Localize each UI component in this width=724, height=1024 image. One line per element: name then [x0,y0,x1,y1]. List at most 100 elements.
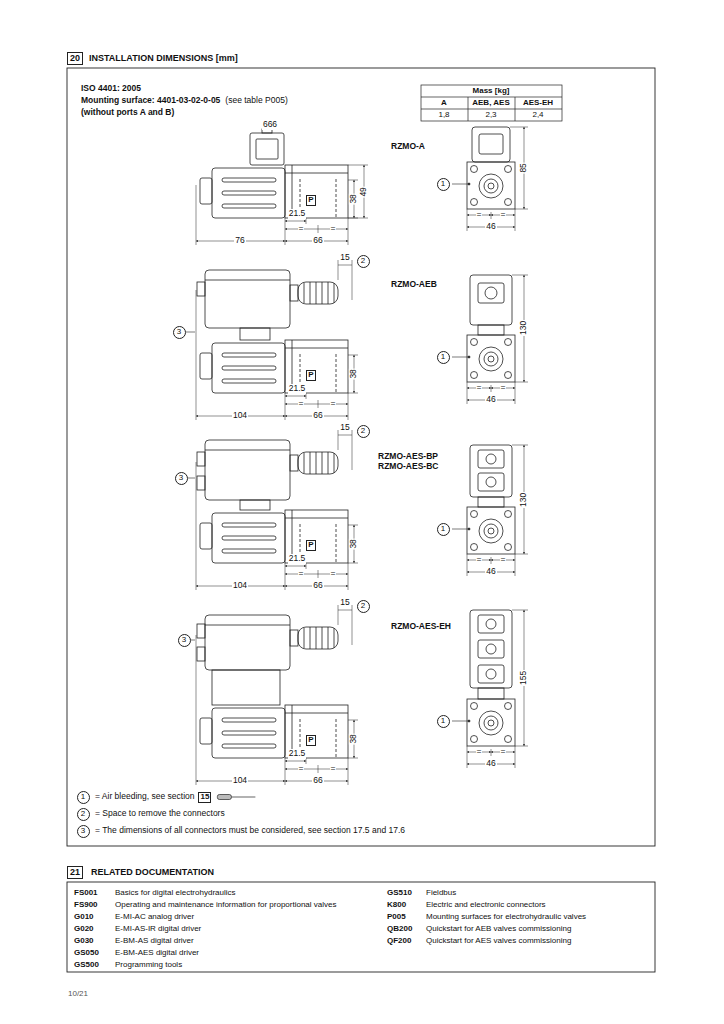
dimension-text: 15 [339,598,350,608]
dimension-text: = [500,210,507,220]
node-text: 1 [441,717,445,725]
dimension-text: = [298,399,305,409]
section-title: RELATED DOCUMENTATION [90,867,215,877]
screwdriver-icon [217,795,255,800]
node-text: 1 [81,793,85,801]
doc-title: Operating and maintenance information fo… [114,900,337,909]
dimension-text: 104 [232,411,248,421]
doc-code: QB200 [386,924,413,933]
dimension-text: = [330,399,337,409]
doc-title: E-MI-AS-IR digital driver [114,924,202,933]
dimension-text: = [330,224,337,234]
node-text: P [308,736,313,744]
port-mark: P [306,370,316,381]
dimension-text: 38 [349,193,359,204]
standard-note: (see table P005) [224,96,288,106]
dimension-text: 21.5 [288,384,307,394]
dimension-text: 85 [519,162,529,173]
node-text: P [308,541,313,549]
callout-number: 2 [357,255,370,268]
callout-number: 1 [437,351,450,364]
dimension-text: = [330,764,337,774]
node-text: 1 [441,525,445,533]
dimension-text: 46 [485,395,496,405]
page-number: 10/21 [67,989,89,998]
doc-code: G010 [73,912,95,921]
rzmo-aes-bp-drawing [188,430,528,590]
node-text: 2 [81,810,85,818]
dimension-text: = [500,555,507,565]
dimension-text: = [500,747,507,757]
note-text: = Space to remove the connectors [94,809,226,819]
doc-title: Basics for digital electrohydraulics [114,888,237,897]
doc-code: GS050 [73,948,100,957]
doc-code: GS510 [386,888,413,897]
callout-number: 3 [173,326,186,339]
dimension-text: 104 [232,581,248,591]
model-name: RZMO-AES-BC [377,462,439,472]
node-text: 3 [179,474,183,482]
dimension-text: 104 [232,776,248,786]
callout-number: 2 [77,808,90,821]
node-text: 2 [361,602,365,610]
connector-code: 666 [262,120,278,130]
standard-note: Mounting surface: 4401-03-02-0-05 [80,96,221,106]
dimension-text: = [476,210,483,220]
dimension-text: 130 [519,492,529,508]
model-name: RZMO-AES-BP [377,452,439,462]
dimension-text: = [476,747,483,757]
section-number: 20 [67,52,82,65]
callout-number: 1 [437,715,450,728]
dimension-text: = [330,569,337,579]
table-header: Mass [kg] [472,86,511,95]
port-mark: P [306,735,316,746]
node-text: 20 [70,54,80,63]
callout-number: 2 [357,600,370,613]
dimension-text: 38 [349,538,359,549]
port-mark: P [306,195,316,206]
note-text: = The dimensions of all connectors must … [94,826,406,836]
callout-number: 3 [175,472,188,485]
dimension-text: 46 [485,222,496,232]
rzmo-aes-eh-drawing [191,605,528,785]
doc-code: G020 [73,924,95,933]
note-text: = Air bleeding, see section [94,792,195,802]
callout-number: 2 [357,425,370,438]
dimension-text: 15 [339,423,350,433]
dimension-text: = [476,383,483,393]
dimension-text: = [476,555,483,565]
node-text: 2 [361,257,365,265]
dimension-text: = [500,383,507,393]
doc-title: Quickstart for AES valves commissioning [425,936,572,945]
rzmo-aeb-drawing [186,260,528,420]
node-text: 3 [177,328,181,336]
callout-number: 1 [437,178,450,191]
dimension-text: 66 [312,581,323,591]
dimension-text: 49 [359,186,369,197]
model-name: RZMO-AEB [390,280,438,290]
doc-title: Mounting surfaces for electrohydraulic v… [425,912,587,921]
dimension-text: 155 [519,670,529,686]
dimension-text: = [298,764,305,774]
rzmo-a-drawing [196,127,528,245]
dimension-text: 38 [349,733,359,744]
node-text: 1 [441,180,445,188]
callout-number: 1 [77,791,90,804]
dimension-text: = [298,224,305,234]
dimension-text: 21.5 [288,749,307,759]
doc-title: Electric and electronic connectors [425,900,547,909]
dimension-text: 66 [312,236,323,246]
dimension-text: 21.5 [288,554,307,564]
standard-note: ISO 4401: 2005 [80,84,142,94]
callout-number: 1 [437,523,450,536]
dimension-text: 21.5 [288,209,307,219]
dimension-text: 76 [234,236,245,246]
doc-title: Programming tools [114,960,183,969]
dimension-text: 66 [312,776,323,786]
section-reference: 15 [198,792,211,803]
doc-title: Fieldbus [425,888,457,897]
callout-number: 3 [178,634,191,647]
section-title: INSTALLATION DIMENSIONS [mm] [88,53,239,63]
doc-code: G030 [73,936,95,945]
